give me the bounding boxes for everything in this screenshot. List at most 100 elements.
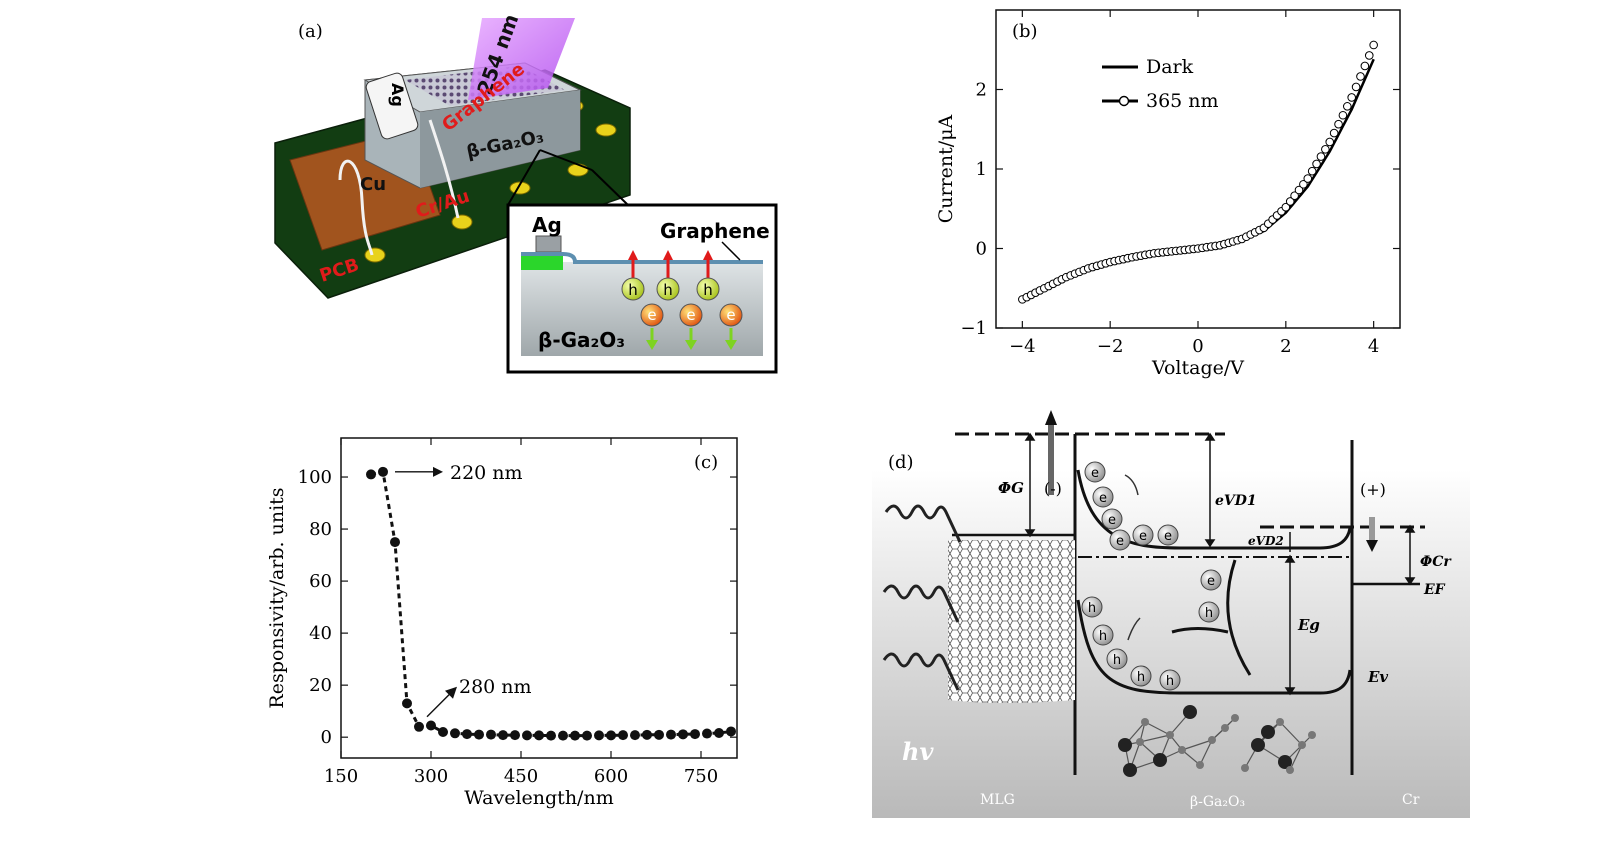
series-365nm-point: [1329, 128, 1339, 138]
band-hole: [1106, 648, 1128, 670]
annotation-280-label: 280 nm: [459, 676, 532, 698]
band-hole: [1081, 596, 1103, 618]
y-tick-label: 20: [309, 675, 332, 696]
svg-text:h: h: [703, 281, 713, 299]
photon-waves: [882, 504, 962, 691]
svg-text:e: e: [1139, 529, 1147, 544]
y-tick-label: −1: [960, 318, 987, 339]
svg-text:e: e: [1091, 466, 1099, 481]
electron-carrier: [679, 303, 703, 327]
responsivity-point: [546, 730, 556, 741]
band-electron: [1157, 524, 1179, 546]
y-tick-label: 2: [976, 80, 987, 101]
series-365nm-point: [1343, 102, 1352, 111]
y-tick-label: 0: [976, 239, 987, 260]
y-tick-label: 80: [309, 519, 332, 540]
responsivity-point: [690, 729, 700, 740]
series-365nm-point: [1356, 72, 1365, 81]
phi-cr-label: ΦCr: [1420, 554, 1452, 570]
ag-electrode: [365, 72, 419, 140]
panel-a-device-schematic: (a) 254 nm Ag Graphene β-Ga₂O₃: [274, 11, 778, 374]
svg-text:h: h: [628, 281, 638, 299]
panel-c-label: (c): [694, 452, 718, 473]
ag-top-label: Ag: [388, 83, 407, 107]
responsivity-point: [390, 537, 400, 548]
series-365nm-point: [1307, 166, 1317, 176]
valence-band: [1076, 599, 1352, 695]
responsivity-point: [402, 698, 412, 709]
responsivity-line: [370, 470, 732, 738]
ga2o3-molecule-graphic: [1118, 705, 1316, 777]
responsivity-point: [570, 730, 580, 741]
minus-label: (-): [1044, 479, 1062, 498]
responsivity-point: [414, 721, 424, 732]
series-365nm-point: [1290, 191, 1299, 201]
responsivity-point: [486, 729, 496, 740]
band-hole: [1092, 624, 1114, 646]
band-electron: [1132, 524, 1154, 546]
svg-text:h: h: [1099, 629, 1107, 644]
responsivity-point: [378, 466, 388, 477]
responsivity-point: [438, 726, 448, 737]
series-365nm-point: [1334, 119, 1343, 129]
responsivity-point: [474, 729, 484, 740]
svg-text:h: h: [1205, 606, 1213, 621]
panel-b-label: (b): [1012, 21, 1038, 42]
band-hole: [1130, 665, 1152, 687]
responsivity-point: [726, 726, 736, 737]
responsivity-point: [534, 730, 544, 741]
x-axis-label: Voltage/V: [1151, 357, 1244, 379]
ef-label: EF: [1423, 582, 1446, 598]
band-electron: [1092, 486, 1114, 508]
series-365nm-point: [1325, 137, 1335, 147]
evd1-label: eVD1: [1215, 493, 1257, 509]
mlg-lattice: [948, 540, 1075, 703]
svg-text:e: e: [1099, 491, 1107, 506]
x-tick-label: 750: [684, 766, 718, 787]
uv-beam: [468, 18, 575, 100]
ev-label: Ev: [1367, 668, 1388, 686]
legend-dark-label: Dark: [1146, 56, 1194, 78]
svg-text:h: h: [1137, 670, 1145, 685]
responsivity-point: [714, 728, 724, 739]
electron-carrier: [640, 303, 664, 327]
series-365nm-point: [1285, 197, 1295, 206]
inset-ga2o3-label: β-Ga₂O₃: [538, 328, 625, 352]
responsivity-point: [366, 469, 376, 480]
x-tick-label: 4: [1368, 336, 1379, 357]
panel-a-label: (a): [298, 21, 323, 42]
x-tick-label: 450: [504, 766, 538, 787]
plot-frame: [340, 437, 738, 759]
svg-text:e: e: [647, 306, 656, 324]
annotation-220-label: 220 nm: [450, 462, 523, 484]
inset-ag-label: Ag: [532, 213, 562, 237]
svg-text:e: e: [1116, 534, 1124, 549]
y-tick-label: 1: [976, 159, 987, 180]
responsivity-point: [498, 730, 508, 741]
eg-label: Eg: [1297, 616, 1320, 634]
x-tick-label: 0: [1192, 336, 1203, 357]
svg-text:h: h: [663, 281, 673, 299]
svg-text:e: e: [726, 306, 735, 324]
responsivity-point: [594, 730, 604, 741]
responsivity-point: [606, 730, 616, 741]
svg-text:e: e: [1164, 529, 1172, 544]
x-tick-label: 600: [594, 766, 628, 787]
y-tick-label: 0: [321, 727, 332, 748]
responsivity-point: [678, 729, 688, 740]
series-365nm-point: [1316, 152, 1326, 161]
hole-carrier: [696, 277, 720, 301]
svg-text:h: h: [1166, 674, 1174, 689]
annotation-280-arrow: [426, 692, 452, 718]
series-365nm-point: [1299, 179, 1308, 189]
hv-label: hv: [902, 737, 934, 766]
series-365nm-point: [1281, 202, 1291, 212]
inset-graphene-label: Graphene: [660, 219, 770, 243]
panel-d-band-diagram: (d): [872, 410, 1470, 818]
responsivity-point: [702, 728, 712, 739]
responsivity-point: [618, 730, 628, 741]
band-hole: [1198, 601, 1220, 623]
